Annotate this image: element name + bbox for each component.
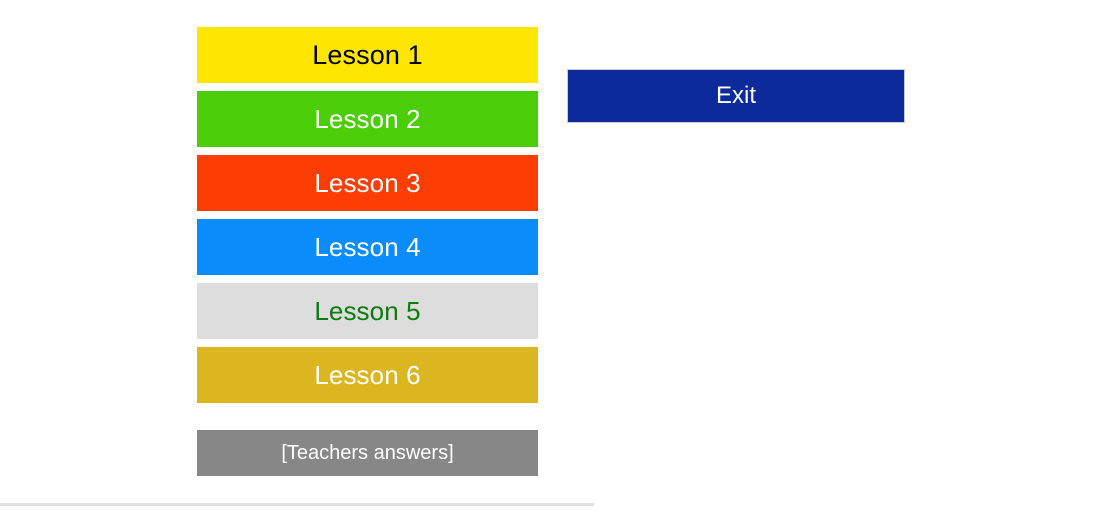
lesson-5-button[interactable]: Lesson 5 [197, 283, 538, 339]
teachers-answers-label: [Teachers answers] [281, 442, 454, 464]
lesson-2-button[interactable]: Lesson 2 [197, 91, 538, 147]
lesson-6-button[interactable]: Lesson 6 [197, 347, 538, 403]
lesson-5-label: Lesson 5 [314, 296, 421, 326]
lesson-2-label: Lesson 2 [314, 104, 421, 134]
lesson-3-label: Lesson 3 [314, 168, 421, 198]
lesson-1-button[interactable]: Lesson 1 [197, 27, 538, 83]
lesson-4-button[interactable]: Lesson 4 [197, 219, 538, 275]
lesson-menu: Lesson 1 Lesson 2 Lesson 3 Lesson 4 Less… [197, 27, 538, 411]
exit-label: Exit [715, 82, 756, 109]
lesson-6-label: Lesson 6 [314, 360, 421, 390]
lesson-4-label: Lesson 4 [314, 232, 421, 262]
lesson-1-label: Lesson 1 [312, 39, 423, 70]
lesson-3-button[interactable]: Lesson 3 [197, 155, 538, 211]
exit-button[interactable]: Exit [567, 69, 905, 123]
bottom-divider [0, 503, 594, 506]
teachers-answers-button[interactable]: [Teachers answers] [197, 430, 538, 476]
